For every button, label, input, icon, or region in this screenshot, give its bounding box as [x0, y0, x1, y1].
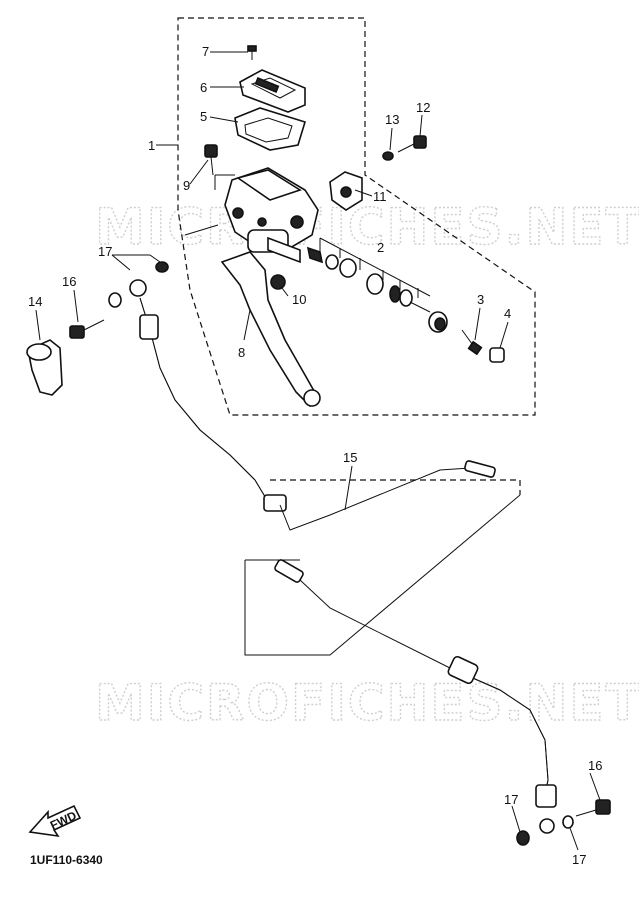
fwd-arrow-icon: FWD: [28, 804, 82, 838]
bolt-9: [204, 144, 218, 176]
callout-17-upper: 17: [98, 244, 112, 259]
bleed-cap: [489, 347, 505, 363]
washer-13: [382, 151, 394, 161]
callout-9: 9: [183, 178, 190, 193]
callout-16-upper: 16: [62, 274, 76, 289]
callout-3: 3: [477, 292, 484, 307]
union-bolt-upper: [69, 319, 105, 339]
brake-hose-upper: [129, 279, 496, 531]
callout-2: 2: [377, 240, 384, 255]
callout-1: 1: [148, 138, 155, 153]
callout-16-lower: 16: [588, 758, 602, 773]
hose-boundary-top: [270, 479, 521, 495]
bolt-12: [397, 135, 427, 153]
reservoir-diaphragm: [234, 107, 306, 151]
callout-17-lower-b: 17: [572, 852, 586, 867]
rubber-boot: [26, 339, 63, 396]
cap-screw: [247, 45, 257, 60]
watermark-top: MICROFICHES.NET: [95, 198, 639, 256]
callout-7: 7: [202, 44, 209, 59]
watermark-bottom: MICROFICHES.NET: [95, 674, 639, 732]
union-bolt-lower: [575, 799, 611, 817]
callout-10: 10: [292, 292, 306, 307]
callout-labels: 1 2 3 4 5 6 7 8 9 10 11 12 13 14 15 16 1…: [28, 44, 602, 867]
assembly-boundary: [177, 17, 536, 416]
callout-6: 6: [200, 80, 207, 95]
gasket-lower-b: [516, 830, 530, 846]
leader-lines: [35, 51, 601, 851]
callout-11: 11: [373, 189, 387, 204]
nut-10: [270, 274, 286, 290]
callout-12: 12: [416, 100, 430, 115]
callout-4: 4: [504, 306, 511, 321]
gasket-lower-a: [562, 815, 574, 829]
diagram-code: 1UF110-6340: [30, 853, 103, 867]
callout-17-lower-a: 17: [504, 792, 518, 807]
bleed-screw: [461, 329, 483, 356]
brake-lever: [220, 251, 321, 408]
piston-kit: [306, 237, 448, 333]
reservoir-cap: [239, 69, 306, 113]
gasket-upper-a: [108, 292, 122, 308]
callout-8: 8: [238, 345, 245, 360]
brake-hose-lower: [274, 559, 557, 834]
hose-plane: [244, 494, 521, 656]
master-cylinder-body: [224, 167, 319, 264]
callout-13: 13: [385, 112, 399, 127]
fwd-label: FWD: [48, 808, 79, 832]
callout-15: 15: [343, 450, 357, 465]
holder: [329, 171, 363, 211]
gasket-upper-b: [155, 261, 169, 273]
callout-5: 5: [200, 109, 207, 124]
callout-14: 14: [28, 294, 42, 309]
